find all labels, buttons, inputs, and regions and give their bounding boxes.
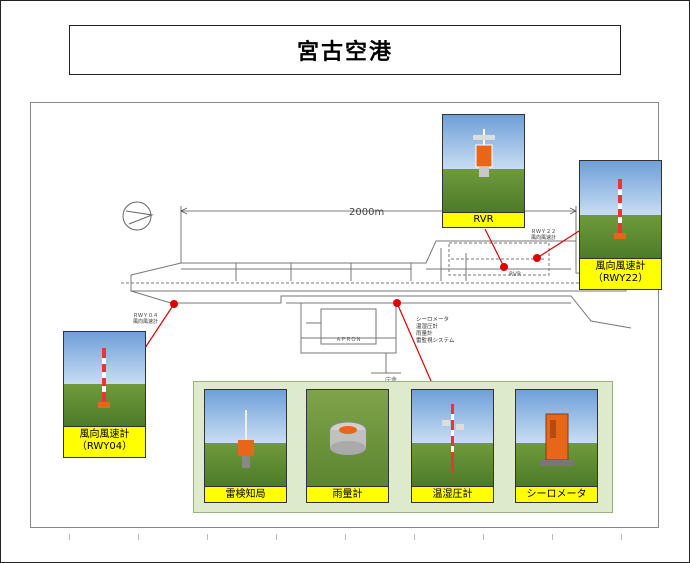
rvr-photo: [442, 114, 525, 214]
wind-rwy04-label-line1: 風向風速計: [79, 429, 130, 440]
wind-rwy22-photo: [579, 160, 662, 260]
rain-gauge-photo: [306, 389, 389, 488]
lightning-detector-photo: [204, 389, 287, 488]
footer-tick: [207, 534, 208, 540]
wind-mast-icon: [614, 179, 626, 239]
ceilometer-photo: [515, 389, 598, 488]
ceilometer-label: シーロメータ: [515, 486, 598, 503]
ceilometer-map-note: シーロメータ 温湿圧計 雨量計 雷監視システム: [416, 317, 455, 344]
footer-tick: [69, 534, 70, 540]
runway-outline: [121, 240, 632, 374]
rwy04-map-note: ＲＷＹ０４ 風向風速計: [133, 313, 159, 325]
sensor-markers: [170, 254, 541, 308]
apron-label: ＡＰＲＯＮ: [336, 337, 361, 343]
wind-rwy22-label-line2: （RWY22）: [592, 273, 649, 284]
airport-layout-diagram: 2000m: [121, 201, 632, 384]
rvr-map-label: RVR: [509, 271, 521, 278]
rain-gauge-icon: [329, 421, 367, 455]
footer-tick: [345, 534, 346, 540]
rwy22-map-note: ＲＷＹ２２ 風向風速計: [531, 229, 557, 241]
wind-rwy04-label-line2: （RWY04）: [76, 441, 133, 452]
wind-rwy04-photo: [63, 331, 146, 428]
footer-tick: [483, 534, 484, 540]
rain-gauge-label: 雨量計: [306, 486, 389, 503]
callout-lines: [142, 228, 580, 382]
thermo-hygrometer-icon: [442, 404, 464, 474]
wind-mast-icon: [98, 348, 110, 408]
lightning-sensor-icon: [238, 410, 254, 468]
footer-tick: [276, 534, 277, 540]
rvr-label: RVR: [442, 212, 525, 228]
footer-tick: [138, 534, 139, 540]
footer-tick: [552, 534, 553, 540]
office-label: 庁舎: [385, 376, 397, 384]
footer-tick: [414, 534, 415, 540]
lightning-detector-label: 雷検知局: [204, 486, 287, 503]
ceilometer-icon: [540, 413, 574, 466]
footer-tick: [621, 534, 622, 540]
temp-humidity-label: 温湿圧計: [411, 486, 494, 503]
rvr-tower-icon: [473, 129, 495, 177]
north-arrow-icon: [122, 201, 154, 231]
wind-rwy04-label: 風向風速計 （RWY04）: [63, 426, 146, 458]
page-title: 宮古空港: [69, 25, 621, 75]
wind-rwy22-label: 風向風速計 （RWY22）: [579, 258, 662, 290]
runway-length-text: 2000m: [349, 207, 384, 218]
wind-rwy22-label-line1: 風向風速計: [595, 261, 646, 272]
temp-humidity-photo: [411, 389, 494, 488]
